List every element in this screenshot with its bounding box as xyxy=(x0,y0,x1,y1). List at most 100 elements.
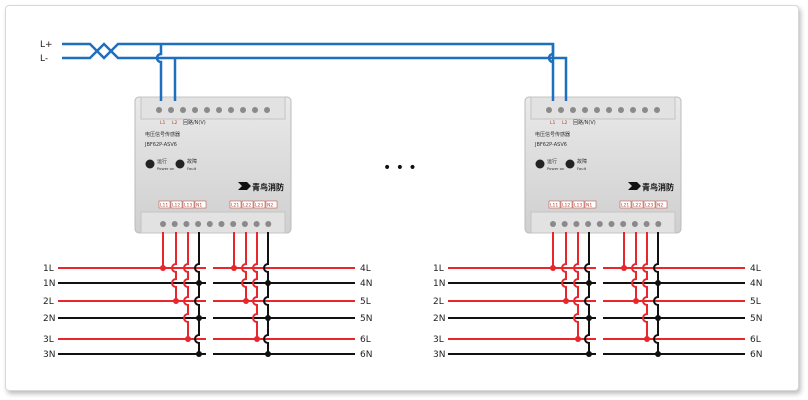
terminal-screw xyxy=(550,221,556,227)
circuit-label-right: 5L xyxy=(360,297,371,307)
circuit-label-right: 4L xyxy=(750,264,761,274)
power-label-cn: 运行 xyxy=(157,158,167,165)
terminal-label-l13: L13 xyxy=(184,203,192,209)
bus-drop-wire xyxy=(547,44,555,64)
terminal-label-l23: L23 xyxy=(645,203,653,209)
terminal-label-l2: L2 xyxy=(562,120,568,126)
circuit-label-left: 3L xyxy=(43,335,54,345)
terminal-screw xyxy=(216,107,222,113)
terminal-screw xyxy=(558,107,564,113)
brand-logo-icon xyxy=(628,182,641,190)
power-label-en: Power on xyxy=(157,166,175,171)
terminal-label-l22: L22 xyxy=(243,203,251,209)
terminal-screw xyxy=(642,107,648,113)
bus-plus-wire xyxy=(62,42,555,101)
fault-label-en: Fault xyxy=(577,166,587,171)
power-label-en: Power on xyxy=(547,166,565,171)
terminal-screw xyxy=(160,221,166,227)
terminal-label-l22: L22 xyxy=(633,203,641,209)
circuit-label-right: 5N xyxy=(750,314,762,324)
top-terminal-note: 回路/N(V) xyxy=(183,119,206,126)
terminal-label-l12: L12 xyxy=(172,203,180,209)
terminal-screw xyxy=(643,221,650,227)
top-terminal-note: 回路/N(V) xyxy=(573,119,596,126)
terminal-label-n2: N2 xyxy=(267,203,273,209)
terminal-screw xyxy=(596,221,603,227)
circuit-label-right: 5N xyxy=(360,314,372,324)
terminal-screw xyxy=(204,107,210,113)
terminal-label-l11: L11 xyxy=(550,203,558,209)
bus-drop-wire xyxy=(155,44,163,101)
terminal-screw xyxy=(582,107,588,113)
terminal-screw xyxy=(241,221,248,227)
terminal-screw xyxy=(156,107,162,113)
brand-name: 青鸟消防 xyxy=(252,182,284,192)
terminal-label-l23: L23 xyxy=(255,203,263,209)
circuit-label-right: 6L xyxy=(750,335,761,345)
neutral-drop-wire xyxy=(584,232,590,354)
circuit-label-right: 4N xyxy=(360,279,372,289)
brand-logo-icon xyxy=(238,182,251,190)
terminal-screw xyxy=(594,107,600,113)
terminal-screw xyxy=(546,107,552,113)
terminal-screw xyxy=(570,107,576,113)
circuit-label-left: 2N xyxy=(433,314,445,324)
terminal-screw xyxy=(573,221,580,227)
terminal-screw xyxy=(171,221,178,227)
terminal-screw xyxy=(620,221,627,227)
circuit-label-right: 6L xyxy=(360,335,371,345)
live-drop-wire xyxy=(642,232,648,339)
terminal-label-l1: L1 xyxy=(550,120,556,126)
terminal-screw xyxy=(585,221,592,227)
terminal-label-l11: L11 xyxy=(160,203,168,209)
power-led-icon xyxy=(145,159,155,169)
live-drop-wire xyxy=(561,232,567,301)
terminal-screw xyxy=(654,107,660,113)
top-terminal-strip xyxy=(140,96,286,120)
neutral-drop-wire xyxy=(263,232,269,354)
live-drop-wire xyxy=(252,232,258,339)
terminal-screw xyxy=(218,221,225,227)
device-model: JBF62P-ASV6 xyxy=(144,142,177,148)
terminal-label-n1: N1 xyxy=(586,203,592,209)
terminal-screw xyxy=(240,107,246,113)
fault-led-icon xyxy=(175,159,185,169)
circuit-label-right: 4N xyxy=(750,279,762,289)
circuit-label-right: 6N xyxy=(750,350,762,360)
terminal-label-n2: N2 xyxy=(657,203,663,209)
circuit-label-left: 1N xyxy=(43,279,55,289)
terminal-label-l12: L12 xyxy=(562,203,570,209)
terminal-screw xyxy=(252,107,258,113)
bus-minus-wire xyxy=(62,42,568,101)
circuit-label-left: 1L xyxy=(433,264,444,274)
terminal-screw xyxy=(618,107,624,113)
terminal-screw xyxy=(180,107,186,113)
terminal-label-l2: L2 xyxy=(172,120,178,126)
circuit-label-left: 3N xyxy=(43,350,55,360)
neutral-drop-wire xyxy=(653,232,659,354)
live-drop-wire xyxy=(573,232,579,339)
terminal-screw xyxy=(264,107,270,113)
circuit-label-right: 6N xyxy=(360,350,372,360)
terminal-screw xyxy=(561,221,568,227)
terminal-screw xyxy=(606,107,612,113)
brand-name: 青鸟消防 xyxy=(642,182,674,192)
live-drop-wire xyxy=(241,232,247,301)
bottom-terminal-strip xyxy=(530,211,676,234)
circuit-label-left: 3N xyxy=(433,350,445,360)
bottom-terminal-strip xyxy=(140,211,286,234)
terminal-label-n1: N1 xyxy=(196,203,202,209)
circuit-label-left: 1N xyxy=(433,279,445,289)
circuit-label-left: 2L xyxy=(433,297,444,307)
fault-label-cn: 故障 xyxy=(577,158,587,165)
terminal-screw xyxy=(265,221,272,227)
live-drop-wire xyxy=(183,232,189,339)
bus-minus-label: L- xyxy=(40,54,48,64)
terminal-label-l21: L21 xyxy=(231,203,239,209)
circuit-label-left: 1L xyxy=(43,264,54,274)
power-label-cn: 运行 xyxy=(547,158,557,165)
terminal-screw xyxy=(195,221,202,227)
